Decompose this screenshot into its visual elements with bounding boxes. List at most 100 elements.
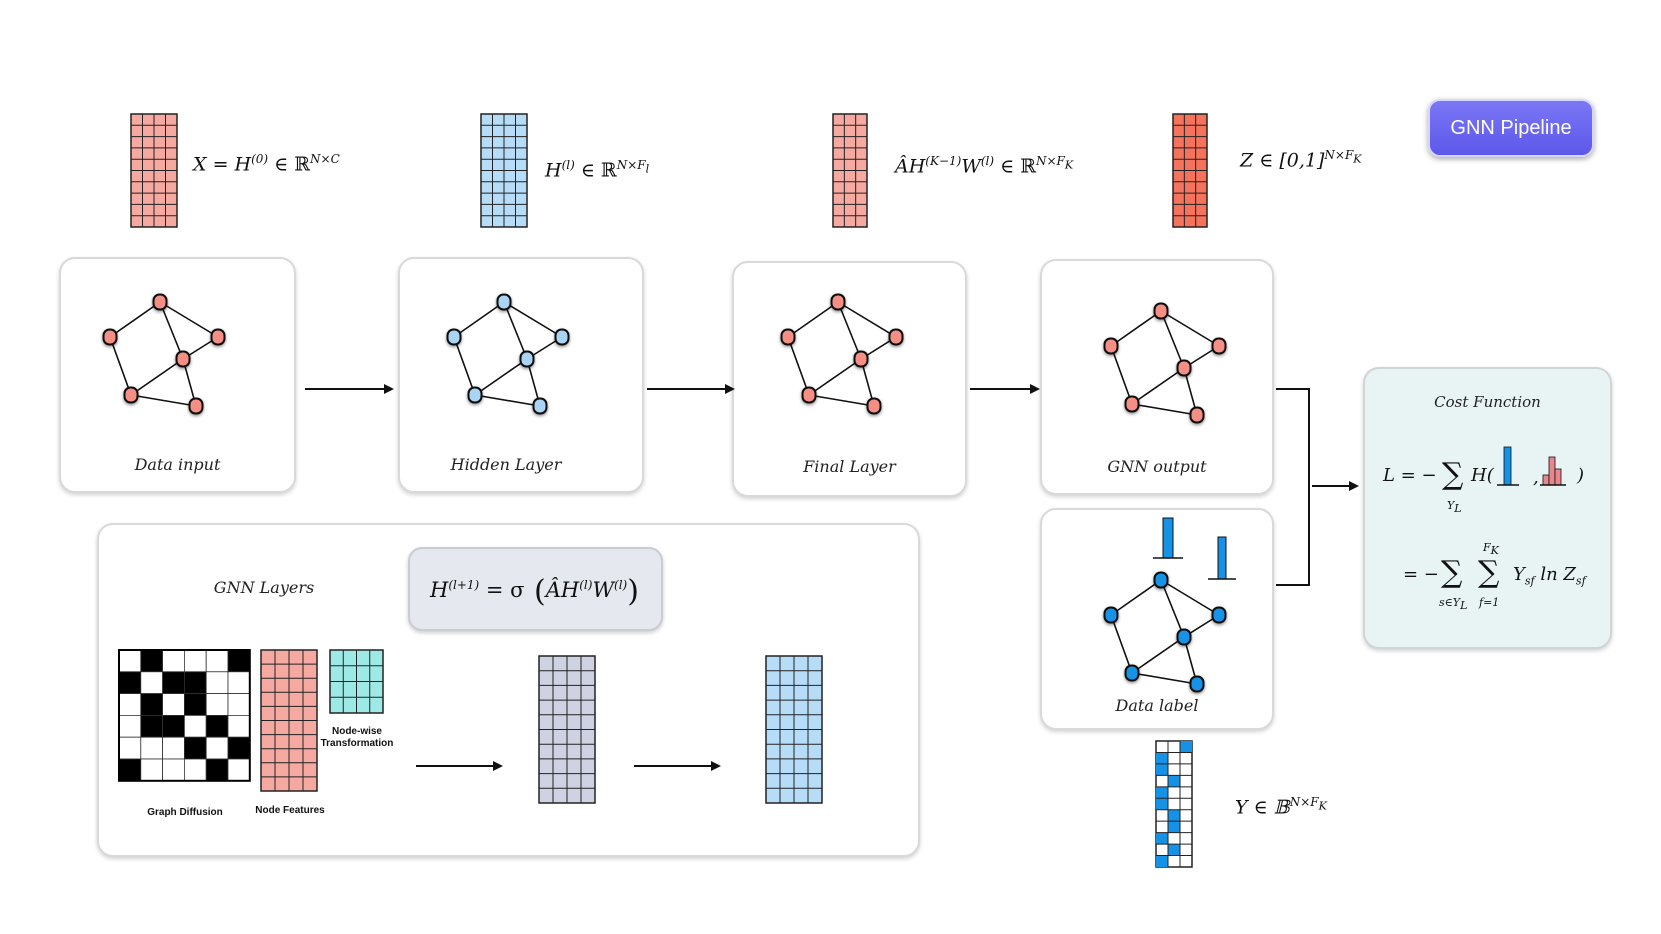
adjacency-cell — [205, 758, 229, 782]
gnn-output-caption: GNN output — [1107, 457, 1207, 476]
adjacency-cell — [118, 715, 142, 738]
graph-edge — [503, 301, 528, 360]
graph-node — [102, 328, 118, 346]
graph-edge — [1160, 579, 1185, 638]
graph-node — [210, 328, 226, 346]
adjacency-cell — [227, 758, 251, 782]
graph-edge — [130, 358, 184, 396]
graph-node — [175, 350, 191, 368]
adjacency-cell — [140, 671, 164, 694]
hidden-matrix-h — [480, 113, 528, 228]
graph-node — [1124, 664, 1140, 682]
graph-edge — [474, 358, 528, 396]
graph-edge — [787, 301, 839, 338]
label-cell — [1168, 809, 1180, 822]
adjacency-cell — [118, 671, 142, 694]
graph-node — [123, 386, 139, 404]
label-bar-2 — [1208, 536, 1236, 580]
hidden-layer-card: Hidden Layer — [398, 257, 644, 493]
graph-edge — [1131, 367, 1185, 405]
node-wise-transform-matrix — [329, 649, 384, 714]
cost-line-2-sum2: ∑ — [1478, 555, 1500, 590]
graph-node — [467, 386, 483, 404]
graph-node — [554, 328, 570, 346]
graph-node — [853, 350, 869, 368]
graph-edge — [109, 301, 161, 338]
graph-node — [532, 397, 548, 415]
cost-line-1: L = − — [1383, 465, 1437, 486]
graph-node — [1211, 337, 1227, 355]
graph-node — [446, 328, 462, 346]
gnn-output-card: GNN output — [1040, 259, 1274, 495]
hidden-layer-caption: Hidden Layer — [450, 455, 562, 474]
graph-node — [519, 350, 535, 368]
graph-edge — [1131, 636, 1185, 674]
output-matrix-z — [1172, 113, 1208, 228]
graph-edge — [787, 336, 810, 396]
equation-y: Y ∈ 𝔹N×FK — [1235, 795, 1327, 819]
final-matrix — [832, 113, 868, 228]
adjacency-cell — [205, 649, 229, 673]
merge-bracket — [1276, 388, 1310, 586]
adjacency-cell — [162, 693, 185, 716]
graph-node — [1176, 359, 1192, 377]
graph-edge — [808, 394, 875, 407]
graph-edge — [837, 301, 862, 360]
cost-line-1-sum: ∑ — [1442, 457, 1464, 492]
graph-node — [1103, 606, 1119, 624]
label-cell — [1168, 821, 1180, 833]
graph-edge — [1110, 614, 1133, 674]
data-label-caption: Data label — [1115, 696, 1199, 715]
data-input-caption: Data input — [134, 455, 221, 474]
graph-edge — [1110, 579, 1162, 616]
graph-node — [1153, 302, 1169, 320]
cost-line-2-sum1-sub: s∈YL — [1439, 596, 1468, 613]
adjacency-cell — [183, 736, 207, 760]
equation-x: X = H(0) ∈ ℝN×C — [193, 152, 340, 176]
final-layer-card: Final Layer — [732, 261, 967, 497]
gnn-pipeline-button[interactable]: GNN Pipeline — [1428, 99, 1594, 157]
graph-edge — [1160, 579, 1220, 616]
label-cell — [1156, 752, 1168, 764]
adjacency-cell — [227, 693, 251, 716]
cost-line-2-sum1: ∑ — [1441, 555, 1463, 590]
true-label-distribution-icon — [1497, 446, 1519, 486]
label-cell — [1156, 832, 1168, 845]
final-layer-caption: Final Layer — [803, 457, 896, 476]
adjacency-cell — [162, 736, 185, 760]
adjacency-cell — [140, 649, 164, 673]
adjacency-cell — [140, 736, 164, 760]
graph-node — [780, 328, 796, 346]
label-cell — [1156, 855, 1168, 867]
cost-function-card: Cost Function L = − ∑ YL H( , ) = − ∑ s∈… — [1363, 367, 1612, 649]
equation-h: H(l) ∈ ℝN×Fl — [545, 158, 650, 182]
graph-edge — [1160, 310, 1220, 347]
node-features-label: Node Features — [255, 805, 325, 816]
adjacency-cell — [162, 671, 185, 694]
adjacency-cell — [205, 715, 229, 738]
adjacency-cell — [183, 715, 207, 738]
graph-node — [1189, 406, 1205, 424]
adjacency-cell — [183, 758, 207, 782]
graph-edge — [1110, 310, 1162, 347]
graph-node — [1103, 337, 1119, 355]
adjacency-cell — [183, 693, 207, 716]
adjacency-cell — [118, 693, 142, 716]
graph-edge — [1131, 403, 1198, 416]
adjacency-cell — [227, 671, 251, 694]
data-label-card: Data label — [1040, 508, 1274, 730]
cost-line-1-sum-sub: YL — [1447, 499, 1462, 516]
label-bar-1 — [1153, 517, 1183, 559]
graph-node — [1211, 606, 1227, 624]
aggregated-matrix — [538, 655, 596, 804]
graph-node — [1124, 395, 1140, 413]
adjacency-cell — [205, 693, 229, 716]
graph-edge — [503, 301, 563, 338]
graph-edge — [1160, 310, 1185, 369]
predicted-distribution-icon — [1540, 456, 1566, 486]
adjacency-cell — [140, 693, 164, 716]
node-wise-label: Node-wise Transformation — [320, 726, 394, 749]
graph-final-layer — [780, 293, 904, 415]
graph-edge — [837, 301, 897, 338]
